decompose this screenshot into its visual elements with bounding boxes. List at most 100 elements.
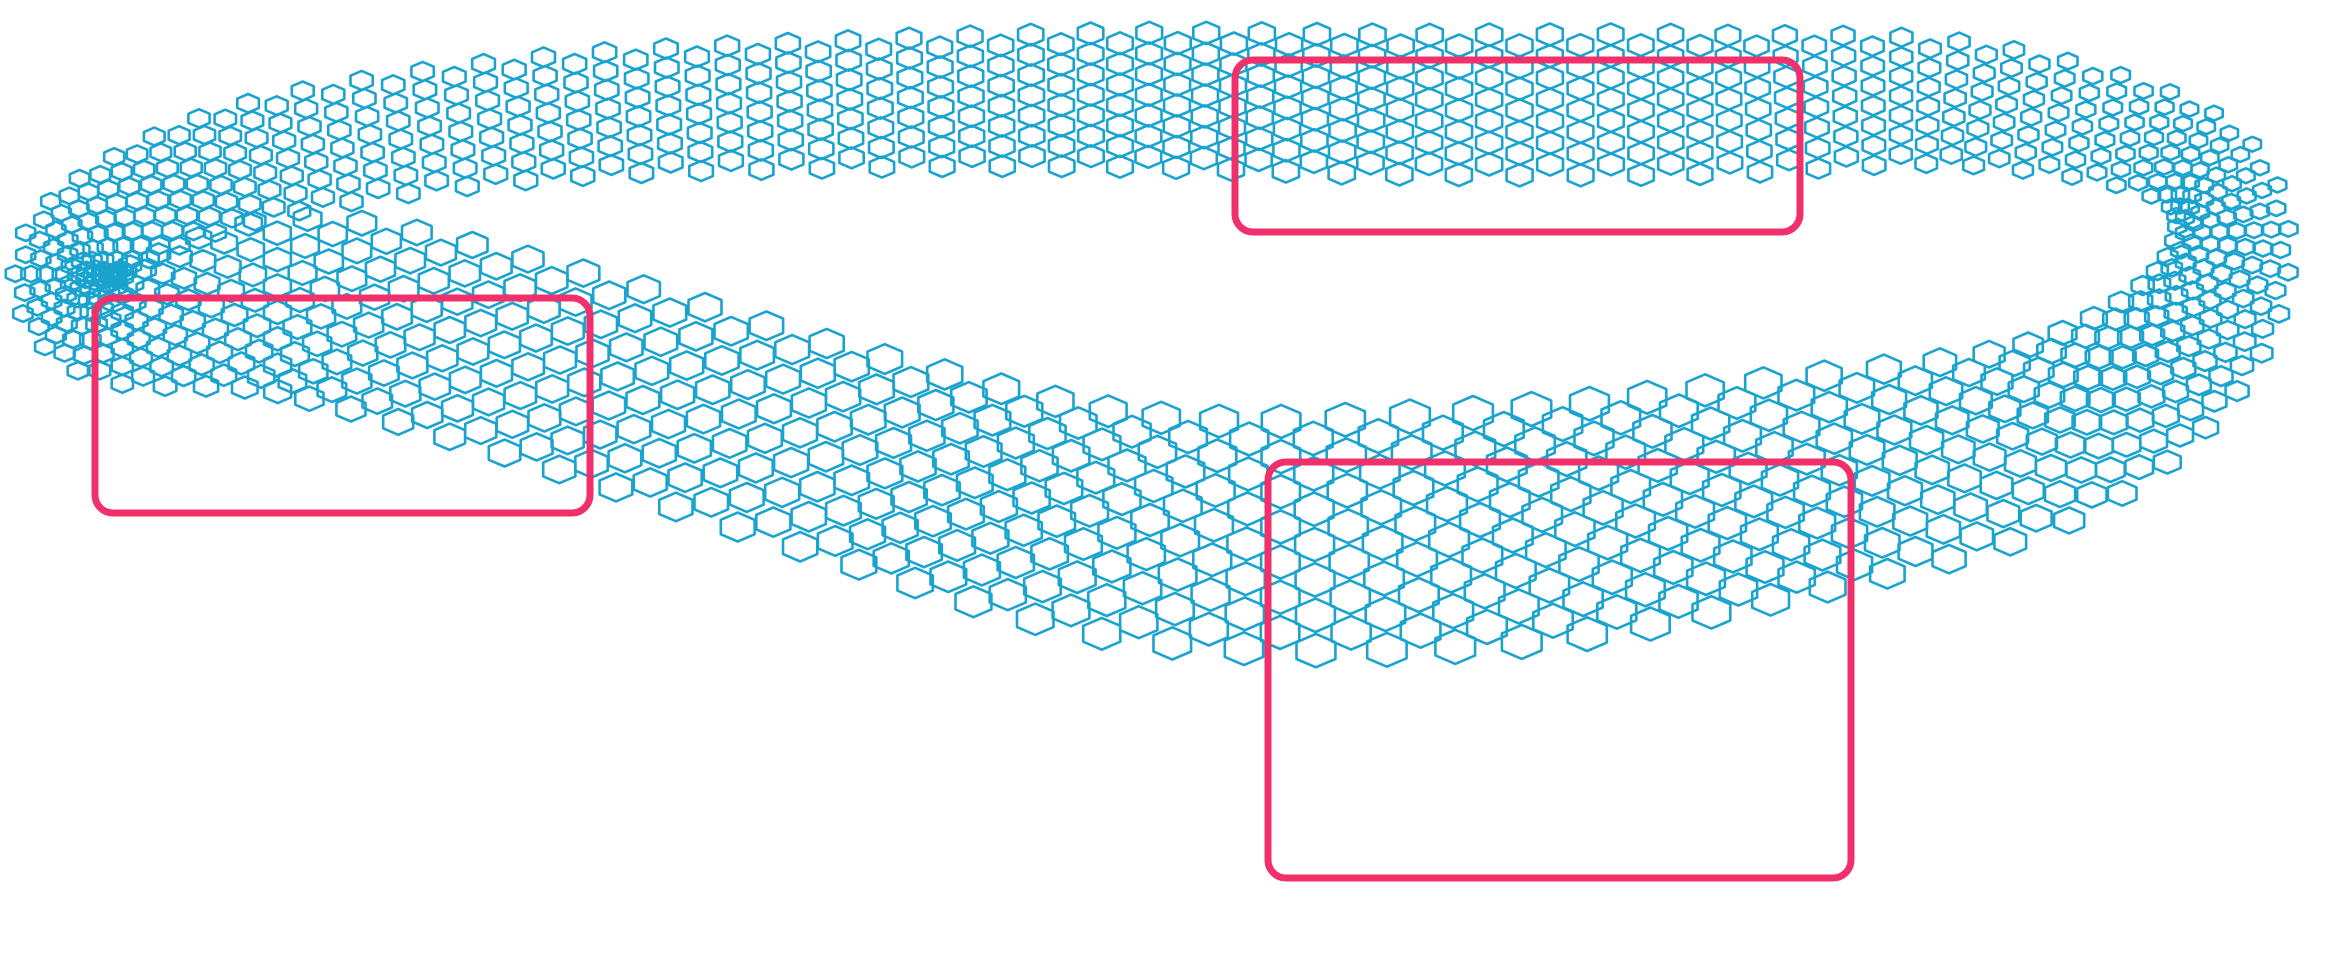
hexagon-cell: [957, 84, 985, 109]
hexagon-cell: [381, 407, 415, 437]
hexagon-cell: [1986, 498, 2021, 529]
hexagon-cell: [290, 80, 316, 102]
hexagon-cell: [835, 48, 863, 72]
hexagon-cell: [193, 271, 221, 296]
hexagon-cell: [1861, 154, 1887, 177]
hexagon-cell: [240, 110, 265, 132]
hexagon-cell: [483, 163, 509, 186]
hexagon-cell: [4, 264, 27, 284]
hexagon-cell: [2086, 163, 2108, 182]
hexagon-cell: [541, 454, 577, 485]
hexagon-cell: [2181, 296, 2206, 318]
hexagon-cell: [865, 37, 893, 62]
hexagon-cell: [244, 338, 274, 364]
hexagon-cell: [307, 168, 332, 191]
hexagon-cell: [2176, 334, 2202, 358]
hexagon-cell: [1772, 44, 1799, 68]
hexagon-cell: [1715, 108, 1743, 133]
hexagon-cell: [2242, 135, 2263, 153]
hexagon-cell: [118, 176, 141, 197]
hexagon-cell: [1903, 394, 1939, 426]
hexagon-cell: [425, 343, 459, 373]
hexagon-cell: [2143, 128, 2165, 147]
hexagon-cell: [1801, 34, 1828, 58]
hexagon-cell: [542, 345, 578, 375]
hexagon-cell: [1037, 504, 1077, 539]
hexagon-cell: [916, 388, 955, 422]
hexagon-cell: [310, 186, 336, 208]
hexagon-cell: [1328, 117, 1357, 143]
hexagon-cell: [1972, 442, 2007, 473]
hexagon-cell: [2226, 221, 2248, 240]
hexagon-cell: [1224, 596, 1266, 632]
hexagon-cell: [448, 258, 482, 288]
hexagon-cell: [511, 244, 545, 274]
hexagon-cell: [2231, 288, 2255, 309]
hexagon-cell: [185, 226, 213, 250]
hexagon-cell: [1302, 21, 1332, 47]
hexagon-cell: [145, 242, 172, 265]
hexagon-cell: [1385, 97, 1415, 123]
hexagon-cell: [2056, 51, 2079, 71]
hexagon-cell: [1805, 157, 1832, 180]
hexagon-cell: [1088, 394, 1128, 429]
hexagon-cell: [1272, 116, 1302, 142]
hexagon-cell: [511, 150, 537, 173]
hexagon-cell: [495, 301, 530, 331]
hexagon-cell: [1831, 64, 1857, 88]
hexagon-cell: [824, 380, 862, 413]
hexagon-cell: [505, 95, 531, 118]
hexagon-cell: [583, 309, 619, 340]
hexagon-cell: [1135, 20, 1164, 46]
hexagon-cell: [2246, 275, 2269, 295]
hexagon-cell: [167, 124, 191, 146]
hexagon-cell: [2133, 158, 2154, 177]
hexagon-cell: [1087, 582, 1127, 618]
hexagon-cell: [625, 105, 652, 128]
hexagon-cell: [2065, 456, 2098, 484]
hexagon-cell: [1942, 106, 1966, 128]
hexagon-cell: [26, 297, 49, 317]
hexagon-cell: [1162, 488, 1203, 524]
hexagon-cell: [1198, 403, 1240, 439]
hexagon-cell: [714, 53, 742, 77]
hexagon-cell: [396, 351, 429, 380]
hexagon-cell: [1134, 144, 1163, 170]
hexagon-cell: [1076, 103, 1105, 128]
hexagon-cell: [248, 144, 274, 166]
hexagon-cell: [954, 584, 993, 619]
hexagon-cell: [806, 98, 834, 122]
hexagon-cell: [1047, 72, 1076, 97]
hexagon-cell: [2082, 66, 2104, 86]
hexagon-cell: [1163, 51, 1192, 77]
highlight-box-left: [91, 294, 594, 517]
hexagon-cell: [1105, 51, 1135, 77]
hexagon-cell: [955, 466, 994, 500]
hexagon-cell: [421, 151, 447, 174]
hexagon-cell: [1596, 87, 1625, 112]
hexagon-cell: [2192, 349, 2218, 373]
hexagon-cell: [937, 528, 977, 563]
hexagon-cell: [1744, 76, 1772, 100]
hexagon-cell: [1771, 23, 1799, 47]
hexagon-cell: [1686, 33, 1714, 58]
hexagon-cell: [1945, 50, 1970, 71]
hexagon-cell: [2147, 172, 2168, 191]
hexagon-cell: [643, 326, 679, 358]
hexagon-cell: [1414, 108, 1444, 134]
hexagon-cell: [957, 124, 986, 149]
hexagon-cell: [1134, 61, 1164, 87]
hexagon-cell: [474, 89, 501, 112]
hexagon-cell: [1992, 112, 2016, 133]
hexagon-cell: [881, 511, 920, 545]
hexagon-cell: [2111, 431, 2142, 458]
hexagon-cell: [154, 282, 180, 306]
hexagon-cell: [687, 140, 714, 164]
hexagon-cell: [1718, 572, 1759, 607]
hexagon-cell: [2054, 431, 2087, 459]
hexagon-cell: [949, 380, 988, 414]
hexagon-cell: [2249, 202, 2271, 221]
hexagon-cell: [2249, 159, 2270, 177]
hexagon-cell: [927, 94, 955, 119]
hexagon-cell: [1130, 502, 1170, 538]
